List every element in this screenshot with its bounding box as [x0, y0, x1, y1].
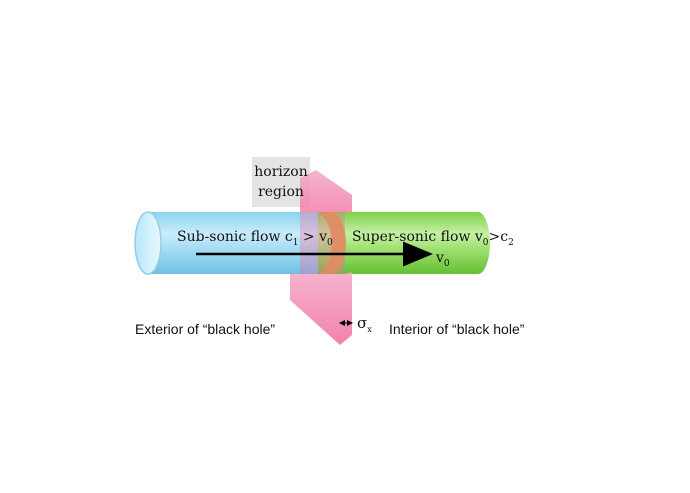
horizon-label-line2: region	[258, 184, 304, 200]
tube-left-opening	[134, 211, 162, 275]
horizon-plane-middle	[300, 212, 345, 274]
horizon-plane-lower	[290, 272, 352, 345]
sigma-label: σx	[357, 314, 372, 334]
exterior-label: Exterior of “black hole”	[135, 321, 275, 337]
horizon-label-line1: horizon	[254, 164, 307, 180]
arrow-velocity-label: v0	[435, 250, 450, 269]
subsonic-flow-label: Sub-sonic flow c1 > v0	[177, 229, 333, 248]
interior-label: Interior of “black hole”	[389, 321, 525, 337]
subsonic-tube	[148, 212, 330, 274]
horizon-transition-band	[318, 212, 346, 274]
supersonic-flow-label: Super-sonic flow v0>c2	[352, 229, 514, 248]
